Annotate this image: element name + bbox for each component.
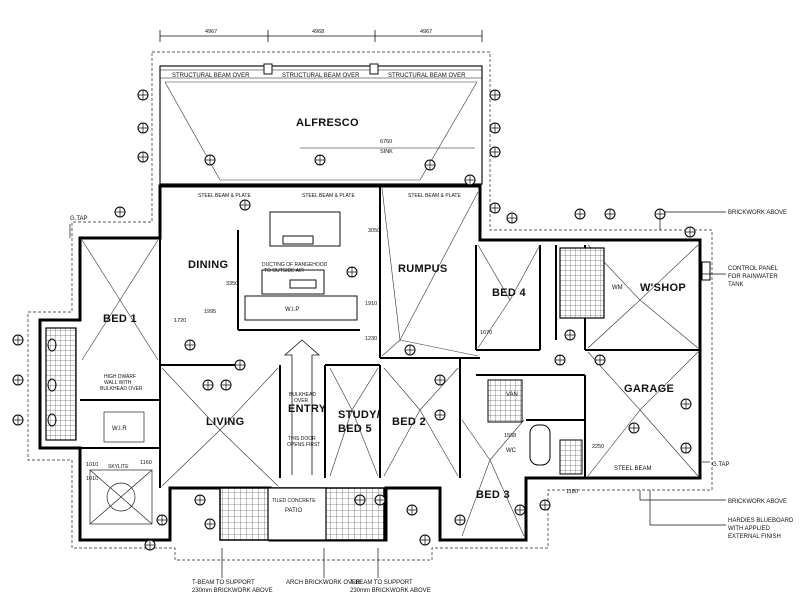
kitchen bbox=[244, 211, 358, 321]
ensuite-fixtures bbox=[47, 338, 57, 427]
dwarf-note-3: BULKHEAD OVER bbox=[100, 386, 143, 392]
wc-tiles bbox=[559, 439, 583, 475]
label-wm: WM bbox=[612, 285, 623, 291]
dim-1010b: 1010 bbox=[86, 476, 98, 482]
door-note-2: OPENS FIRST bbox=[287, 442, 320, 448]
gtap-right: G.TAP bbox=[712, 462, 730, 468]
room-entry: ENTRY bbox=[288, 403, 327, 415]
door-note-1: THIS DOOR bbox=[288, 436, 316, 442]
ducting-note-2: TO OUTSIDE AIR bbox=[264, 268, 304, 274]
steel-beam-3: STEEL BEAM & PLATE bbox=[408, 193, 461, 199]
room-study-line2: BED 5 bbox=[338, 423, 372, 435]
bathtub bbox=[529, 424, 551, 466]
dim-top-1: 4967 bbox=[205, 29, 217, 35]
dim-1180: 1180 bbox=[566, 489, 578, 495]
control-panel-line-1: CONTROL PANEL bbox=[728, 266, 779, 272]
hardies-line-2: WITH APPLIED bbox=[728, 526, 771, 532]
beam-label-3: STRUCTURAL BEAM OVER bbox=[388, 73, 466, 79]
garage-steel-beam: STEEL BEAM bbox=[614, 466, 651, 472]
patio-label-1: TILED CONCRETE bbox=[272, 498, 316, 504]
hardies-line-1: HARDIES BLUEBOARD bbox=[728, 518, 794, 524]
ducting-note-1: DUCTING OF RANGEHOOD bbox=[262, 262, 328, 268]
dim-1910: 1910 bbox=[365, 301, 377, 307]
brickwork-above-mid: BRICKWORK ABOVE bbox=[728, 499, 787, 505]
dim-top-3: 4967 bbox=[420, 29, 432, 35]
top-dimension-line: 4967 4968 4967 bbox=[159, 29, 483, 42]
hardies-line-3: EXTERNAL FINISH bbox=[728, 534, 781, 540]
beam-label-2: STRUCTURAL BEAM OVER bbox=[282, 73, 360, 79]
bath-tiles bbox=[487, 379, 523, 423]
wir-area bbox=[89, 411, 153, 525]
brickwork-above-top: BRICKWORK ABOVE bbox=[728, 210, 787, 216]
skylight-label: SKYLITE bbox=[108, 464, 129, 470]
tbeam-left-line-2: 230mm BRICKWORK ABOVE bbox=[192, 588, 273, 594]
interior-walls bbox=[80, 186, 700, 488]
grid-bubbles bbox=[12, 89, 696, 551]
roof-outline bbox=[27, 51, 713, 561]
dim-1995: 1995 bbox=[204, 309, 216, 315]
gtap-left: G.TAP bbox=[70, 216, 88, 222]
entry-arrow bbox=[283, 339, 321, 475]
dim-1568: 1568 bbox=[504, 433, 516, 439]
control-panel-box bbox=[701, 261, 711, 281]
bulkhead-note-2: OVER bbox=[294, 398, 309, 404]
arch-note: ARCH BRICKWORK OVER bbox=[286, 580, 361, 586]
dim-1720: 1720 bbox=[174, 318, 186, 324]
tbeam-right-line-2: 230mm BRICKWORK ABOVE bbox=[350, 588, 431, 594]
patio-label-2: PATIO bbox=[285, 508, 302, 514]
label-van: VAN bbox=[506, 392, 518, 398]
dwarf-note-1: HIGH DWARF bbox=[104, 374, 136, 380]
dim-3350: 3350 bbox=[226, 281, 238, 287]
room-rumpus: RUMPUS bbox=[398, 263, 447, 275]
dim-1010: 1010 bbox=[86, 462, 98, 468]
sink-dimension: 6760 bbox=[380, 139, 392, 145]
ensuite-tiles bbox=[45, 327, 77, 441]
dim-1670: 1670 bbox=[480, 330, 492, 336]
room-garage: GARAGE bbox=[624, 383, 674, 395]
steel-beam-1: STEEL BEAM & PLATE bbox=[198, 193, 251, 199]
label-wc: WC bbox=[506, 448, 517, 454]
dwarf-note-2: WALL WITH bbox=[104, 380, 132, 386]
room-bed3: BED 3 bbox=[476, 489, 510, 501]
laundry-tiles bbox=[559, 247, 605, 319]
beam-label-1: STRUCTURAL BEAM OVER bbox=[172, 73, 250, 79]
dim-top-2: 4968 bbox=[312, 29, 324, 35]
patio-center bbox=[267, 487, 327, 541]
leader-lines bbox=[69, 211, 726, 578]
control-panel-line-2: FOR RAINWATER bbox=[728, 274, 778, 280]
room-bed2: BED 2 bbox=[392, 416, 426, 428]
room-alfresco: ALFRESCO bbox=[296, 117, 359, 129]
dim-3050: 3050 bbox=[368, 228, 380, 234]
room-study-line1: STUDY/ bbox=[338, 409, 380, 421]
sink-label: SINK bbox=[380, 149, 393, 155]
dim-1230: 1230 bbox=[365, 336, 377, 342]
room-wip: W.I.P bbox=[285, 307, 299, 313]
room-wshop: W'SHOP bbox=[640, 282, 686, 294]
room-living: LIVING bbox=[206, 416, 244, 428]
bulkhead-note-1: BULKHEAD bbox=[289, 392, 316, 398]
dim-1160: 1160 bbox=[140, 460, 152, 466]
dim-2250: 2250 bbox=[592, 444, 604, 450]
alfresco-area bbox=[159, 63, 483, 185]
roof-hip-lines bbox=[81, 187, 699, 537]
steel-beam-2: STEEL BEAM & PLATE bbox=[302, 193, 355, 199]
room-dining: DINING bbox=[188, 259, 228, 271]
room-bed4: BED 4 bbox=[492, 287, 526, 299]
control-panel-line-3: TANK bbox=[728, 282, 744, 288]
wir-label: W.I.R bbox=[112, 426, 127, 432]
room-bed1: BED 1 bbox=[103, 313, 137, 325]
tbeam-left-line-1: T-BEAM TO SUPPORT bbox=[192, 580, 255, 586]
tbeam-right-line-1: T-BEAM TO SUPPORT bbox=[350, 580, 413, 586]
